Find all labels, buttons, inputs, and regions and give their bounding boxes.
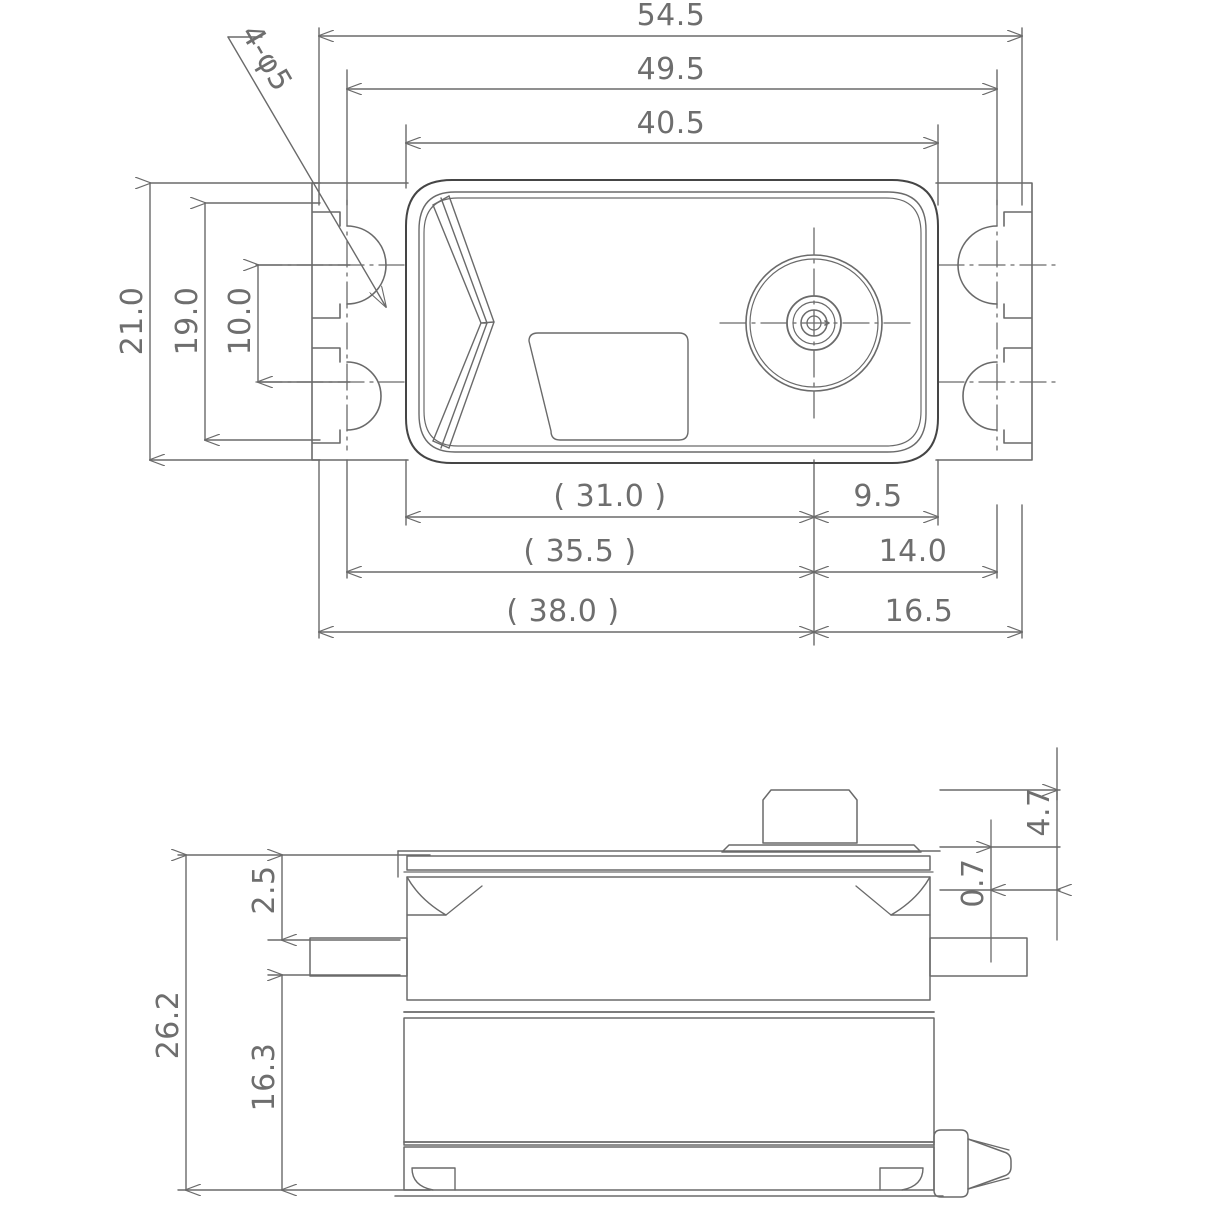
dimlabel-19-0: 19.0	[170, 287, 205, 356]
dimlabel-2-5: 2.5	[247, 865, 282, 914]
body-inner-outline	[418, 191, 927, 453]
side-view-cable-exit	[933, 1129, 1012, 1198]
hole-callout-label: 4-φ5	[233, 19, 299, 98]
hole-callout-leader	[227, 36, 386, 307]
side-view-extension-lines	[177, 747, 1061, 1191]
side-shell-shoulder-right	[890, 876, 931, 916]
shaft-hub-inner	[749, 258, 879, 388]
shaft-spline-outer	[786, 295, 842, 351]
body-rim-line	[423, 197, 922, 447]
side-view-dimension-lines	[186, 790, 1057, 1190]
dimlabel-49-5: 49.5	[637, 52, 706, 87]
boss-flange	[721, 844, 922, 853]
top-view-output-shaft	[745, 254, 883, 392]
side-view-dimension-labels: 26.2 2.5 16.3 4.7 0.7	[151, 787, 1057, 1111]
top-view-body	[405, 179, 939, 464]
dimlabel-31-0: ( 31.0 )	[553, 479, 666, 514]
dimlabel-26-2: 26.2	[151, 991, 186, 1060]
dimlabel-40-5: 40.5	[637, 106, 706, 141]
top-view-dimension-lines	[150, 36, 1022, 632]
shaft-screw-head	[800, 309, 828, 337]
shaft-spline-mid	[792, 301, 836, 345]
top-view-chevron-ridge	[432, 195, 495, 449]
side-upper-shell	[406, 876, 931, 1001]
side-top-cover-band	[406, 855, 931, 871]
body-outer-outline	[405, 179, 939, 464]
dimlabel-10-0: 10.0	[223, 287, 258, 356]
cable-boot-bot	[967, 1177, 1010, 1190]
side-shell-shoulder-left2	[445, 885, 483, 916]
shaft-hub-outer	[745, 254, 883, 392]
dimlabel-54-5: 54.5	[637, 0, 706, 33]
top-view-dimension-labels: 54.5 49.5 40.5 21.0 19.0 10.0 ( 31.0 ) 9…	[115, 0, 953, 629]
shaft-center-hole	[806, 315, 822, 331]
dimlabel-4-7: 4.7	[1022, 787, 1057, 836]
side-view-body	[394, 850, 944, 1197]
top-view-label-recess	[528, 332, 689, 441]
dimlabel-16-5: 16.5	[885, 594, 954, 629]
side-bottom-foot-right	[879, 1167, 924, 1191]
dimlabel-21-0: 21.0	[115, 287, 150, 356]
top-view-right-flange	[935, 182, 1033, 461]
dimlabel-14-0: 14.0	[879, 534, 948, 569]
top-view-left-flange	[311, 182, 409, 461]
dimlabel-38-0: ( 38.0 )	[506, 594, 619, 629]
boss-body	[762, 789, 858, 844]
tab-left	[309, 937, 408, 977]
side-view-output-boss	[721, 789, 922, 853]
dimlabel-35-5: ( 35.5 )	[523, 534, 636, 569]
dimlabel-9-5: 9.5	[853, 479, 902, 514]
side-mid-shell	[403, 1017, 935, 1146]
tab-right	[929, 937, 1028, 977]
side-shell-shoulder-left	[406, 876, 447, 916]
side-bottom-shell	[403, 1146, 935, 1191]
cable-collar	[933, 1129, 969, 1198]
side-view-mounting-tabs	[309, 937, 1028, 977]
cable-boot-top	[967, 1138, 1010, 1151]
side-bottom-foot-left	[411, 1167, 456, 1191]
cable-boot	[967, 1138, 1012, 1190]
dimlabel-16-3: 16.3	[247, 1043, 282, 1112]
side-shell-shoulder-right2	[855, 885, 892, 916]
shaft-key-mark	[824, 320, 830, 326]
dimlabel-0-7: 0.7	[956, 858, 991, 907]
